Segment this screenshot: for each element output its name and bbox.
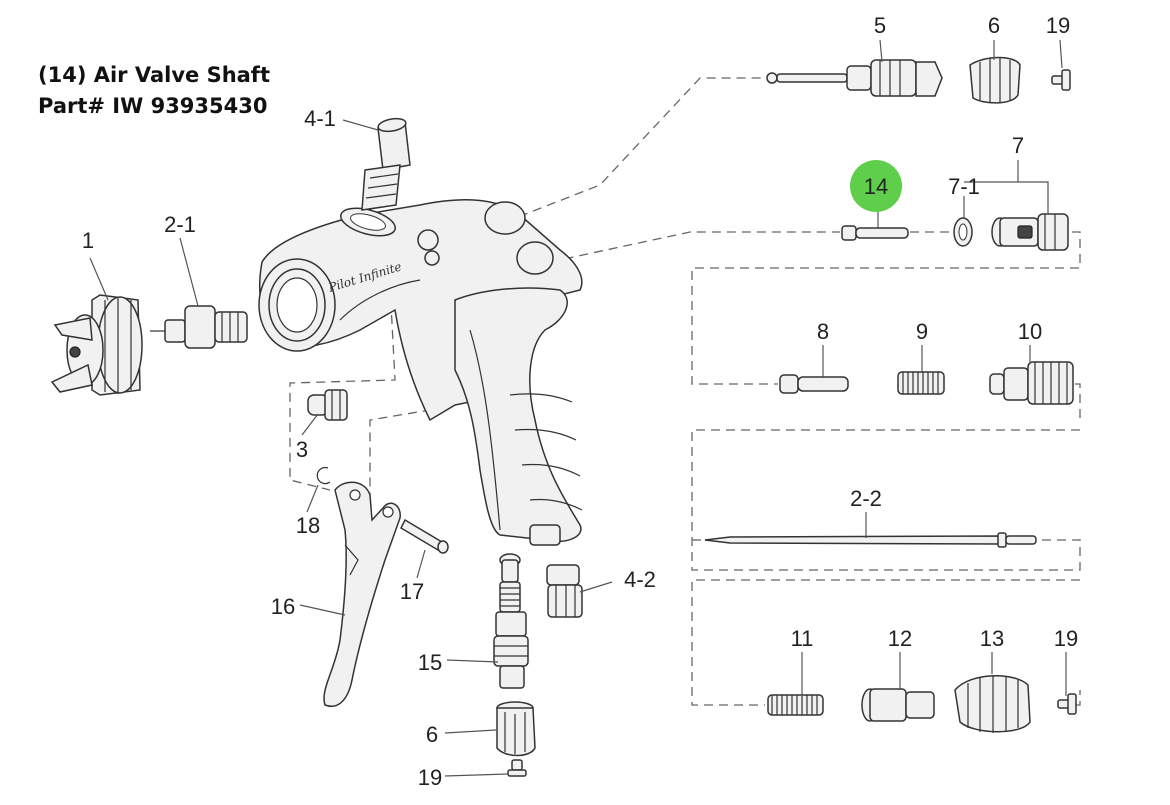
label-part-2-1: 2-1 [164, 212, 196, 237]
part-7-1-o-ring [953, 217, 973, 247]
part-8-valve-stem [779, 374, 849, 394]
part-14-air-valve-shaft [841, 225, 909, 241]
label-part-4-2: 4-2 [624, 567, 656, 592]
label-part-7-1: 7-1 [948, 174, 980, 199]
leader-lines [89, 39, 1067, 777]
label-part-15: 15 [418, 650, 442, 675]
part-12-adjuster [861, 688, 935, 722]
part-17-trigger-pin [400, 518, 449, 554]
label-part-19-top: 19 [1046, 13, 1070, 38]
title-block: (14) Air Valve Shaft Part# IW 93935430 [38, 60, 270, 122]
part-6-bottom-knob [496, 701, 536, 757]
assembly-dashed-lines [289, 77, 1081, 706]
label-part-17: 17 [400, 579, 424, 604]
title-line-part-name: (14) Air Valve Shaft [38, 63, 270, 87]
callout-labels: 1 2-1 4-1 3 5 6 19 14 7-1 7 8 9 10 2-2 1… [82, 13, 1078, 790]
label-part-4-1: 4-1 [304, 106, 336, 131]
label-part-3: 3 [296, 437, 308, 462]
label-part-14: 14 [864, 174, 888, 199]
label-part-10: 10 [1018, 319, 1042, 344]
part-19-top-screw [1051, 69, 1071, 91]
part-5-needle-packing [766, 59, 943, 97]
title-line-part-number: Part# IW 93935430 [38, 94, 268, 118]
part-11-spring [767, 694, 824, 716]
part-2-2-needle [704, 532, 1037, 548]
label-part-1: 1 [82, 228, 94, 253]
part-15-air-adjust-valve [493, 553, 529, 689]
label-part-6-bottom: 6 [426, 722, 438, 747]
part-19-bottom-screw [507, 759, 527, 777]
label-part-6-top: 6 [988, 13, 1000, 38]
label-part-19-right: 19 [1054, 626, 1078, 651]
part-6-top-knob [969, 56, 1021, 104]
part-1-air-cap [50, 294, 143, 396]
part-18-e-clip [316, 466, 331, 485]
label-part-8: 8 [817, 319, 829, 344]
label-part-9: 9 [916, 319, 928, 344]
part-2-1-fluid-nozzle [150, 305, 248, 349]
part-3-baffle [307, 389, 348, 421]
label-part-18: 18 [296, 513, 320, 538]
label-part-5: 5 [874, 13, 886, 38]
part-4-1-fluid-inlet [361, 117, 411, 211]
part-7-air-valve [991, 213, 1069, 251]
label-part-2-2: 2-2 [850, 486, 882, 511]
highlight-circle-part-14 [850, 160, 902, 212]
part-9-spring [897, 371, 945, 395]
label-part-12: 12 [888, 626, 912, 651]
label-part-11: 11 [791, 626, 814, 651]
part-10-valve-body [989, 361, 1074, 405]
label-part-7: 7 [1012, 133, 1024, 158]
part-13-knob [954, 675, 1031, 733]
part-16-trigger [323, 481, 401, 707]
label-part-13: 13 [980, 626, 1004, 651]
part-19-right-screw [1057, 693, 1077, 715]
spray-gun-body: Pilot Infinite [258, 199, 583, 546]
part-4-2-air-inlet [546, 564, 583, 618]
label-part-16: 16 [271, 594, 295, 619]
label-part-19-bottom: 19 [418, 765, 442, 790]
